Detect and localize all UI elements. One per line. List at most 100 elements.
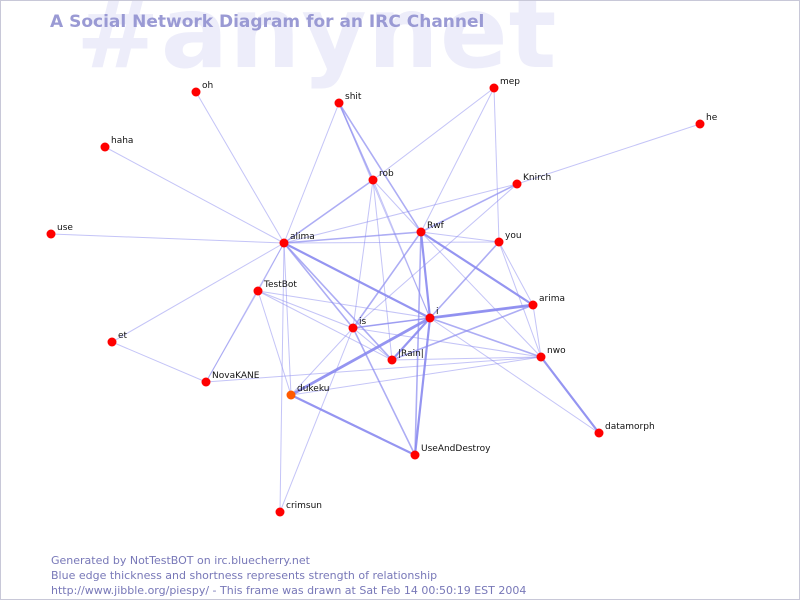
- node-haha[interactable]: haha: [100, 136, 134, 152]
- node-you[interactable]: you: [494, 231, 522, 247]
- node-dot[interactable]: [594, 428, 604, 438]
- node-UseAndDestroy[interactable]: UseAndDestroy: [410, 444, 492, 460]
- node-TestBot[interactable]: TestBot: [253, 280, 298, 296]
- node-NovaKANE[interactable]: NovaKANE: [201, 371, 260, 387]
- edge-shit-Rwf: [338, 102, 422, 233]
- node-dot[interactable]: [494, 237, 504, 247]
- edge-rob-Rain: [372, 179, 393, 361]
- edge-mep-rob: [372, 87, 495, 181]
- node-crimsun[interactable]: crimsun: [275, 501, 323, 517]
- edge-Rwf-you: [420, 231, 500, 243]
- edge-nwo-NovaKANE: [205, 356, 542, 383]
- node-shit[interactable]: shit: [334, 92, 362, 108]
- node-label: use: [57, 223, 73, 233]
- node-label: Knirch: [523, 173, 551, 183]
- node-layer: oh shit mep he haha rob Knirch use alima Rwf youTe…: [46, 77, 718, 517]
- node-label: haha: [111, 136, 133, 146]
- edge-Rain-nwo: [391, 356, 542, 361]
- node-arima[interactable]: arima: [528, 294, 566, 310]
- node-dot[interactable]: [368, 175, 378, 185]
- footer-legend-note: Blue edge thickness and shortness repres…: [51, 569, 438, 582]
- edge-TestBot-i: [257, 290, 431, 319]
- node-dot[interactable]: [334, 98, 344, 108]
- node-label: he: [706, 113, 718, 123]
- node-he[interactable]: he: [695, 113, 718, 129]
- edge-rob-Rwf: [372, 179, 422, 233]
- node-dot[interactable]: [348, 323, 358, 333]
- node-dot[interactable]: [410, 450, 420, 460]
- node-label: alima: [290, 232, 315, 242]
- edge-you-i: [429, 241, 500, 319]
- node-dot[interactable]: [191, 87, 201, 97]
- node-dot[interactable]: [100, 142, 110, 152]
- edge-Rwf-arima: [419, 230, 535, 307]
- edge-i-dukeku: [289, 316, 432, 397]
- node-oh[interactable]: oh: [191, 81, 214, 97]
- node-label: nwo: [547, 346, 566, 356]
- edge-TestBot-Rain: [257, 290, 393, 361]
- node-datamorph[interactable]: datamorph: [594, 422, 655, 438]
- node-dot[interactable]: [107, 337, 117, 347]
- node-nwo[interactable]: nwo: [536, 346, 567, 362]
- node-dot[interactable]: [416, 227, 426, 237]
- node-dot[interactable]: [425, 313, 435, 323]
- node-use[interactable]: use: [46, 223, 74, 239]
- node-Knirch[interactable]: Knirch: [512, 173, 552, 189]
- node-alima[interactable]: alima: [279, 232, 315, 248]
- node-dot[interactable]: [528, 300, 538, 310]
- edge-is-UseAndDestroy: [352, 327, 416, 456]
- node-label: Rwf: [427, 221, 445, 231]
- node-dot[interactable]: [253, 286, 263, 296]
- edge-NovaKANE-et: [111, 341, 207, 383]
- node-label: UseAndDestroy: [421, 444, 491, 454]
- node-rob[interactable]: rob: [368, 169, 395, 185]
- edge-is-Rain: [352, 327, 393, 361]
- edge-nwo-datamorph: [539, 355, 601, 435]
- edge-rob-i: [372, 179, 431, 319]
- edge-oh-alima: [195, 91, 285, 244]
- footer-url-timestamp: http://www.jibble.org/piespy/ - This fra…: [51, 584, 527, 597]
- edge-i-UseAndDestroy: [413, 316, 432, 457]
- node-dot[interactable]: [387, 355, 397, 365]
- edge-alima-et: [111, 242, 285, 343]
- node-dot[interactable]: [286, 390, 296, 400]
- node-mep[interactable]: mep: [489, 77, 521, 93]
- edge-alima-crimsun: [279, 242, 285, 513]
- node-Rain[interactable]: |Rain|: [387, 349, 424, 365]
- edge-Rwf-UseAndDestroy: [414, 231, 422, 456]
- edge-alima-dukeku: [283, 242, 292, 396]
- node-is[interactable]: is: [348, 317, 367, 333]
- node-Rwf[interactable]: Rwf: [416, 221, 445, 237]
- node-label: |Rain|: [398, 349, 424, 359]
- node-dot[interactable]: [275, 507, 285, 517]
- node-dot[interactable]: [536, 352, 546, 362]
- edge-i-nwo: [429, 317, 542, 358]
- node-dot[interactable]: [201, 377, 211, 387]
- edge-alima-Rain: [283, 242, 393, 361]
- node-label: oh: [202, 81, 213, 91]
- edge-is-nwo: [352, 327, 542, 358]
- edge-nwo-dukeku: [290, 356, 542, 396]
- node-dot[interactable]: [695, 119, 705, 129]
- diagram-title: A Social Network Diagram for an IRC Chan…: [50, 12, 485, 32]
- edge-rob-alima: [283, 179, 374, 244]
- edge-shit-alima: [283, 102, 340, 244]
- node-label: NovaKANE: [212, 371, 260, 381]
- edge-he-Knirch: [516, 123, 701, 185]
- edge-use-alima: [50, 233, 285, 244]
- edge-TestBot-is: [257, 290, 354, 329]
- edge-Rwf-nwo: [420, 231, 542, 358]
- node-dot[interactable]: [46, 229, 56, 239]
- node-dot[interactable]: [512, 179, 522, 189]
- edge-is-dukeku: [290, 327, 354, 396]
- node-dukeku[interactable]: dukeku: [286, 384, 330, 400]
- node-et[interactable]: et: [107, 331, 128, 347]
- edge-Knirch-is: [352, 183, 518, 329]
- node-dot[interactable]: [279, 238, 289, 248]
- node-dot[interactable]: [489, 83, 499, 93]
- node-label: shit: [345, 92, 362, 102]
- edge-alima-i: [282, 241, 432, 320]
- node-i[interactable]: i: [425, 307, 439, 323]
